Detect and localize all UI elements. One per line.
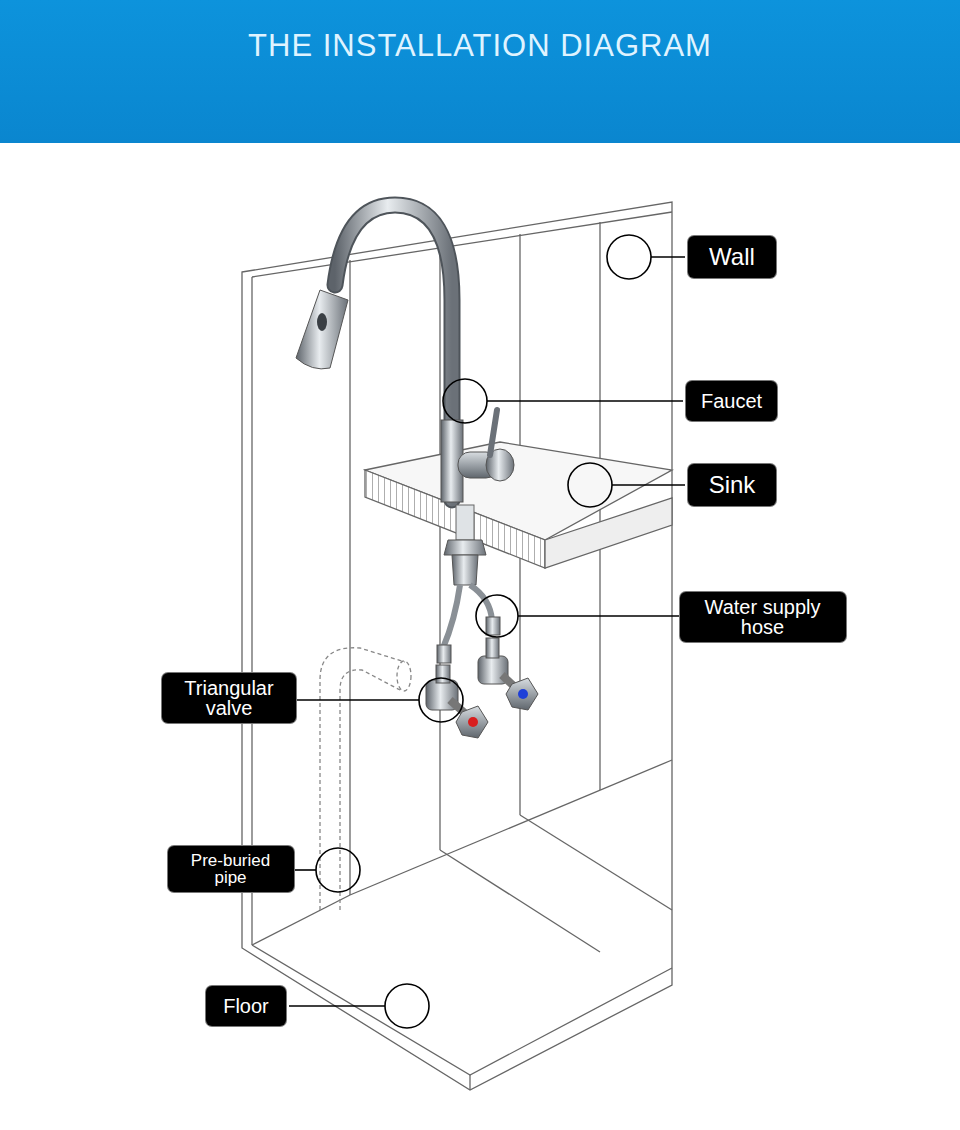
callout-label: Sink — [688, 464, 776, 506]
callout-label: Triangular valve — [162, 673, 296, 723]
label-text: Sink — [688, 473, 776, 497]
callout-label: Pre-buried pipe — [168, 846, 294, 892]
callout-label: Floor — [206, 986, 286, 1026]
callout-label: Wall — [688, 236, 776, 278]
label-text: Water supply hose — [688, 597, 838, 637]
label-text: Wall — [688, 245, 776, 269]
diagram-title: THE INSTALLATION DIAGRAM — [0, 28, 960, 64]
label-text: Faucet — [686, 391, 777, 411]
label-text: Pre-buried pipe — [176, 852, 286, 886]
title-band — [0, 0, 960, 143]
label-text: Triangular valve — [170, 678, 288, 718]
callout-label: Faucet — [686, 381, 777, 421]
label-text: Floor — [206, 996, 286, 1016]
callout-label: Water supply hose — [680, 592, 846, 642]
